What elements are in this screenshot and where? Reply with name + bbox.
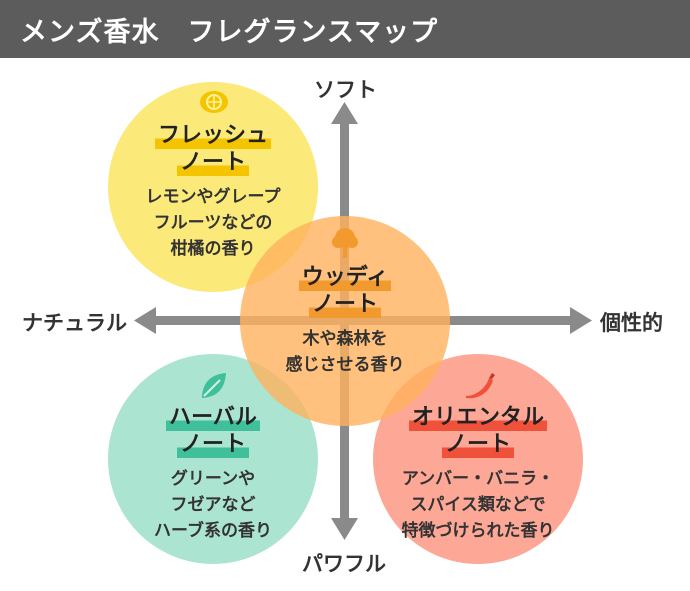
oriental-note-title: オリエンタル ノート — [378, 404, 578, 458]
oriental-note-description: アンバー・バニラ・ スパイス類などで 特徴づけられた香り — [378, 466, 578, 544]
axis-label-bottom: パワフル — [302, 552, 386, 576]
woody-note-title: ウッディ ノート — [250, 264, 440, 318]
herbal-title-line2: ノート — [176, 431, 249, 458]
leaf-icon — [202, 373, 226, 398]
fresh-note-text: フレッシュ ノート レモンやグレープ フルーツなどの 柑橘の香り — [118, 122, 308, 262]
oriental-desc-line3: 特徴づけられた香り — [401, 521, 555, 541]
woody-note-text: ウッディ ノート 木や森林を 感じさせる香り — [250, 264, 440, 378]
herbal-desc-line1: グリーンや — [170, 469, 256, 489]
woody-desc-line2: 感じさせる香り — [285, 355, 405, 375]
herbal-note-description: グリーンや フゼアなど ハーブ系の香り — [118, 466, 308, 544]
arrow-right-icon — [570, 307, 592, 334]
fresh-title-line1: フレッシュ — [154, 122, 271, 149]
oriental-title-line2: ノート — [441, 431, 514, 458]
oriental-desc-line2: スパイス類などで — [410, 495, 546, 515]
page-title: メンズ香水 フレグランスマップ — [20, 16, 439, 48]
oriental-note-text: オリエンタル ノート アンバー・バニラ・ スパイス類などで 特徴づけられた香り — [378, 404, 578, 544]
oriental-desc-line1: アンバー・バニラ・ — [401, 469, 555, 489]
header-bar: メンズ香水 フレグランスマップ — [0, 0, 690, 58]
fresh-desc-line3: 柑橘の香り — [170, 239, 256, 259]
herbal-desc-line2: フゼアなど — [170, 495, 256, 515]
fresh-note-description: レモンやグレープ フルーツなどの 柑橘の香り — [118, 184, 308, 262]
fresh-desc-line1: レモンやグレープ — [145, 187, 281, 207]
lemon-icon — [200, 91, 228, 113]
fresh-desc-line2: フルーツなどの — [153, 213, 273, 233]
herbal-title-line1: ハーバル — [166, 404, 260, 431]
axis-label-top: ソフト — [314, 78, 377, 102]
arrow-up-icon — [331, 102, 358, 124]
fresh-note-title: フレッシュ ノート — [118, 122, 308, 176]
herbal-desc-line3: ハーブ系の香り — [154, 521, 272, 541]
arrow-left-icon — [134, 307, 156, 334]
herbal-note-text: ハーバル ノート グリーンや フゼアなど ハーブ系の香り — [118, 404, 308, 544]
woody-title-line1: ウッディ — [298, 264, 392, 291]
axis-label-right: 個性的 — [600, 311, 663, 335]
woody-title-line2: ノート — [308, 291, 381, 318]
oriental-title-line1: オリエンタル — [408, 404, 547, 431]
chili-pepper-icon — [466, 373, 495, 399]
woody-note-description: 木や森林を 感じさせる香り — [250, 326, 440, 378]
tree-icon — [332, 228, 358, 258]
axis-label-left: ナチュラル — [22, 311, 127, 335]
woody-desc-line1: 木や森林を — [302, 329, 388, 349]
arrow-down-icon — [331, 518, 358, 540]
fresh-title-line2: ノート — [176, 149, 249, 176]
herbal-note-title: ハーバル ノート — [118, 404, 308, 458]
fragrance-map: ソフト パワフル ナチュラル 個性的 フレッシュ ノート レモンやグレープ フル… — [0, 58, 690, 591]
